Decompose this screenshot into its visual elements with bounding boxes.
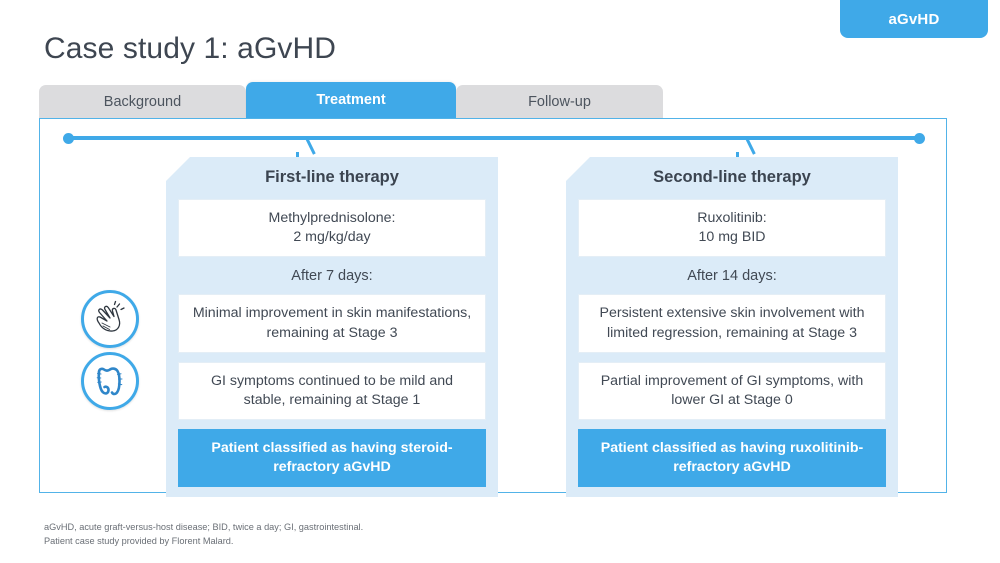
disease-badge: aGvHD <box>840 0 988 38</box>
first-line-drug-box: Methylprednisolone: 2 mg/kg/day <box>178 199 486 258</box>
tab-follow-up-label: Follow-up <box>528 93 591 110</box>
second-line-conclusion-banner: Patient classified as having ruxolitinib… <box>578 429 886 488</box>
second-line-skin-outcome: Persistent extensive skin involvement wi… <box>578 294 886 353</box>
first-line-conclusion-banner: Patient classified as having steroid-ref… <box>178 429 486 488</box>
first-line-skin-outcome: Minimal improvement in skin manifestatio… <box>178 294 486 353</box>
first-line-therapy-column: First-line therapy Methylprednisolone: 2… <box>166 157 498 498</box>
tab-background[interactable]: Background <box>39 85 246 118</box>
timeline-end-dot <box>914 132 925 144</box>
disease-badge-label: aGvHD <box>888 10 940 28</box>
footnote-source: Patient case study provided by Florent M… <box>44 535 234 546</box>
second-line-drug-dose: 10 mg BID <box>698 229 766 246</box>
page-title: Case study 1: aGvHD <box>44 32 337 65</box>
second-line-drug-box: Ruxolitinib: 10 mg BID <box>578 199 886 258</box>
treatment-panel: First-line therapy Methylprednisolone: 2… <box>39 118 947 498</box>
intestine-colon-icon <box>81 352 139 410</box>
branch-diagonal-segment <box>305 137 316 155</box>
first-line-drug-dose: 2 mg/kg/day <box>293 229 371 246</box>
spacer <box>178 353 486 362</box>
footnote-abbreviations: aGvHD, acute graft-versus-host disease; … <box>44 522 364 532</box>
first-line-gi-outcome: GI symptoms continued to be mild and sta… <box>178 361 486 421</box>
branch-diagonal-segment <box>745 137 756 155</box>
footnote: aGvHD, acute graft-versus-host disease; … <box>44 521 363 549</box>
first-line-after-label: After 7 days: <box>291 268 373 285</box>
tab-follow-up[interactable]: Follow-up <box>456 85 663 118</box>
second-line-after-label: After 14 days: <box>687 268 777 285</box>
timeline-axis <box>63 132 925 144</box>
tab-treatment-label: Treatment <box>316 92 386 108</box>
tab-bar: Background Treatment Follow-up <box>39 82 663 118</box>
tab-treatment[interactable]: Treatment <box>246 82 456 118</box>
spacer <box>578 353 886 362</box>
intestine-colon-glyph <box>96 367 123 396</box>
second-line-drug-name: Ruxolitinib: <box>697 210 767 226</box>
first-line-drug-name: Methylprednisolone: <box>268 210 396 226</box>
skin-hand-rash-glyph <box>96 300 125 332</box>
tab-background-label: Background <box>103 93 182 110</box>
second-line-therapy-title: Second-line therapy <box>653 168 811 186</box>
first-line-therapy-title: First-line therapy <box>265 168 399 186</box>
timeline-start-dot <box>63 132 74 144</box>
second-line-gi-outcome: Partial improvement of GI symptoms, with… <box>578 361 886 421</box>
skin-hand-rash-icon <box>81 290 139 348</box>
second-line-therapy-column: Second-line therapy Ruxolitinib: 10 mg B… <box>566 157 898 498</box>
